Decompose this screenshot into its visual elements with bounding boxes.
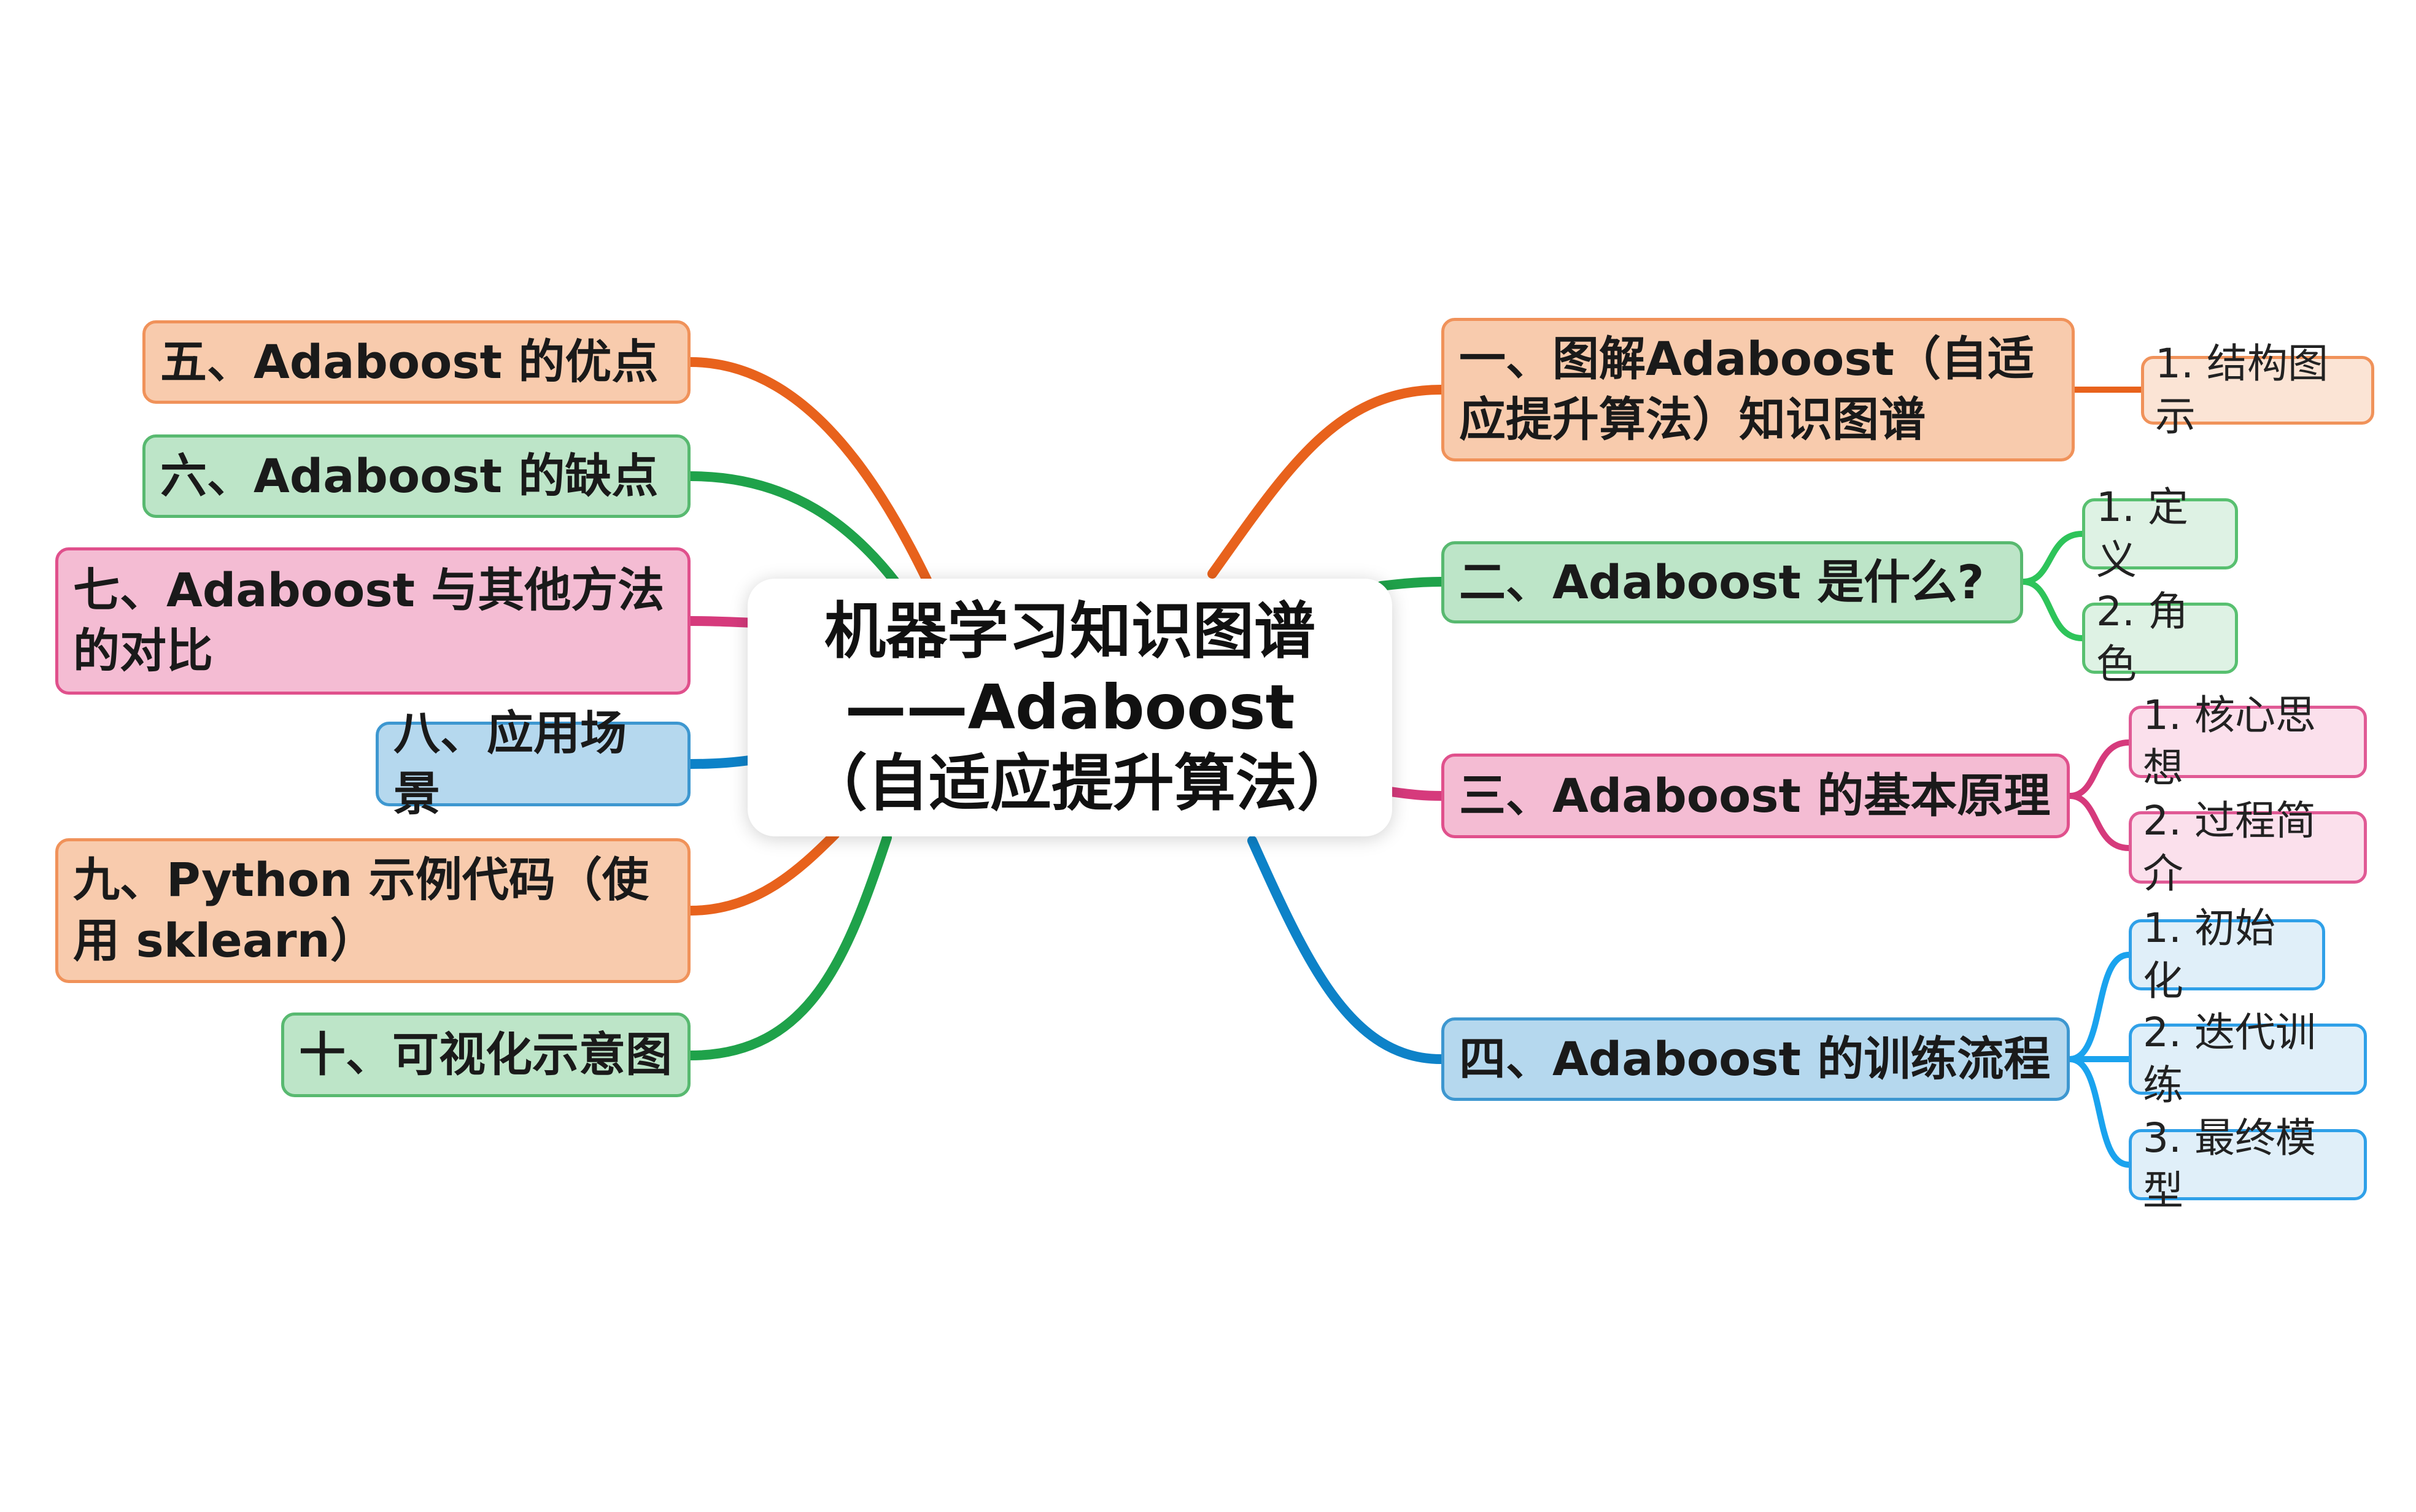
leaf-2-1[interactable]: 1. 定义 (2082, 484, 2238, 584)
leaf-4-3-label: 3. 最终模型 (2143, 1114, 2316, 1214)
branch-8[interactable]: 八、应用场景 (376, 706, 691, 821)
branch-2[interactable]: 二、Adaboost 是什么? (1441, 541, 2023, 623)
leaf-3-2-label: 2. 过程简介 (2143, 797, 2316, 897)
branch-1[interactable]: 一、图解Adaboost（自适应提升算法）知识图谱 (1441, 318, 2075, 461)
leaf-2-2-label: 2. 角色 (2096, 588, 2188, 688)
link-leaf-4-3 (2067, 1056, 2132, 1168)
leaf-2-2[interactable]: 2. 角色 (2082, 588, 2238, 688)
link-leaf-3-1 (2067, 739, 2132, 799)
link-branch-7 (686, 616, 759, 628)
link-branch-4 (1247, 836, 1446, 1064)
link-leaf-2-1 (2020, 531, 2085, 585)
branch-7[interactable]: 七、Adaboost 与其他方法的对比 (55, 547, 691, 695)
leaf-1-1-label: 1. 结构图示 (2155, 340, 2328, 440)
branch-4[interactable]: 四、Adaboost 的训练流程 (1441, 1017, 2070, 1101)
branch-5[interactable]: 五、Adaboost 的优点 (142, 320, 691, 404)
leaf-2-1-label: 1. 定义 (2096, 484, 2188, 584)
link-leaf-3-2 (2067, 793, 2132, 851)
link-leaf-2-2 (2020, 579, 2085, 641)
branch-9[interactable]: 九、Python 示例代码（使用 sklearn） (55, 838, 691, 983)
link-branch-5 (686, 357, 932, 585)
branch-2-label: 二、Adaboost 是什么? (1459, 554, 1984, 609)
leaf-4-1[interactable]: 1. 初始化 (2129, 904, 2325, 1005)
leaf-4-2[interactable]: 2. 迭代训练 (2129, 1009, 2367, 1109)
link-leaf-4-1 (2067, 952, 2132, 1062)
leaf-3-2[interactable]: 2. 过程简介 (2129, 797, 2367, 897)
branch-10[interactable]: 十、可视化示意图 (281, 1012, 691, 1097)
link-branch-3 (1385, 787, 1446, 801)
leaf-3-1-label: 1. 核心思想 (2143, 692, 2316, 792)
branch-4-label: 四、Adaboost 的训练流程 (1459, 1031, 2051, 1086)
branch-6-label: 六、Adaboost 的缺点 (160, 448, 659, 503)
branch-7-label: 七、Adaboost 与其他方法的对比 (73, 563, 665, 678)
branch-10-label: 十、可视化示意图 (299, 1027, 672, 1082)
branch-3[interactable]: 三、Adaboost 的基本原理 (1441, 754, 2070, 838)
link-branch-8 (686, 755, 759, 769)
central-topic[interactable]: 机器学习知识图谱——Adaboost（自适应提升算法） (748, 579, 1392, 836)
branch-1-label: 一、图解Adaboost（自适应提升算法）知识图谱 (1459, 331, 2034, 447)
link-branch-9 (686, 830, 840, 916)
leaf-4-2-label: 2. 迭代训练 (2143, 1009, 2316, 1109)
link-branch-10 (686, 833, 892, 1060)
link-branch-6 (686, 471, 901, 588)
branch-3-label: 三、Adaboost 的基本原理 (1459, 768, 2051, 823)
link-branch-1 (1207, 385, 1446, 579)
branch-9-label: 九、Python 示例代码（使用 sklearn） (73, 852, 649, 968)
branch-6[interactable]: 六、Adaboost 的缺点 (142, 434, 691, 518)
branch-8-label: 八、应用场景 (393, 706, 627, 821)
branch-5-label: 五、Adaboost 的优点 (160, 334, 659, 389)
leaf-4-1-label: 1. 初始化 (2143, 904, 2275, 1005)
central-topic-label: 机器学习知识图谱——Adaboost（自适应提升算法） (806, 595, 1358, 819)
leaf-1-1[interactable]: 1. 结构图示 (2141, 340, 2374, 440)
leaf-4-3[interactable]: 3. 最终模型 (2129, 1114, 2367, 1214)
leaf-3-1[interactable]: 1. 核心思想 (2129, 692, 2367, 792)
link-branch-2 (1376, 577, 1446, 591)
